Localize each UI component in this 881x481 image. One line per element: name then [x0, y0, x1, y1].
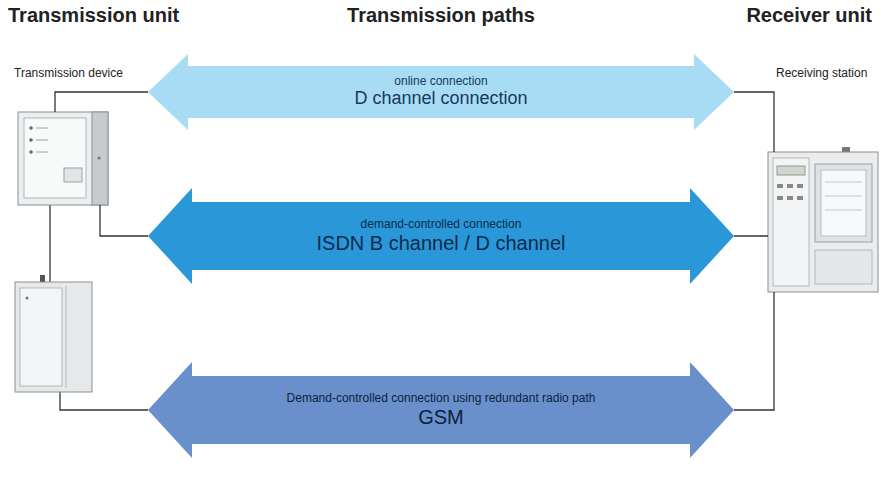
connection-type: demand-controlled connection — [361, 217, 522, 231]
station-button — [787, 196, 793, 200]
equipment-unit: Transmission device — [18, 112, 108, 205]
connector — [55, 92, 148, 112]
station-housing — [768, 152, 878, 292]
connection-arrow: Demand-controlled connection using redun… — [148, 362, 734, 458]
station-paper-line — [825, 182, 862, 183]
station-paper-line — [825, 210, 862, 211]
connector — [734, 292, 774, 410]
channel-name: ISDN B channel / D channel — [316, 231, 565, 255]
device-mark — [36, 140, 48, 141]
arrow-text-block: online connectionD channel connection — [148, 74, 734, 110]
column-heading: Transmission paths — [347, 4, 535, 27]
gsm-unit-drawing — [15, 275, 92, 392]
unit-label: Transmission device — [14, 66, 123, 80]
channel-name: D channel connection — [354, 88, 527, 110]
device-led — [29, 126, 33, 130]
gsm-wire — [60, 392, 148, 410]
station-printer-window — [815, 164, 872, 242]
device-housing — [18, 112, 108, 205]
gsm-led — [26, 297, 29, 300]
connection-type: Demand-controlled connection using redun… — [287, 391, 596, 405]
column-heading: Receiver unit — [746, 4, 872, 27]
connection-arrow: demand-controlled connectionISDN B chann… — [148, 188, 734, 284]
device-lock — [97, 156, 100, 159]
connector — [734, 92, 774, 152]
channel-name: GSM — [418, 405, 464, 429]
arrow-text-block: Demand-controlled connection using redun… — [148, 391, 734, 429]
receiving-station-drawing — [768, 147, 878, 292]
connector-line — [734, 235, 768, 236]
station-button — [797, 196, 803, 200]
connection-arrow: online connectionD channel connection — [148, 54, 734, 130]
connector-line — [734, 92, 774, 152]
connector-line — [100, 205, 148, 236]
arrow-fill — [148, 54, 734, 130]
arrow-fill — [148, 188, 734, 284]
device-keypad — [64, 168, 82, 182]
device-link-wire — [49, 205, 50, 282]
transmission-device-drawing — [18, 112, 108, 205]
connector — [734, 236, 768, 237]
gsm-seam — [66, 286, 67, 388]
station-button — [797, 184, 803, 188]
device-led — [29, 150, 33, 154]
station-paper — [821, 170, 866, 236]
station-lower-panel — [815, 250, 872, 284]
station-button — [787, 184, 793, 188]
station-control-panel — [773, 158, 809, 286]
arrow-text-block: demand-controlled connectionISDN B chann… — [148, 217, 734, 255]
station-display — [777, 166, 805, 175]
connector-line — [55, 92, 148, 112]
connector — [100, 205, 148, 236]
arrow-fill — [148, 362, 734, 458]
unit-label: Receiving station — [776, 66, 867, 80]
device-mark — [36, 152, 48, 153]
device-mark — [36, 128, 48, 129]
gsm-panel — [20, 288, 62, 386]
connector-line — [734, 292, 774, 410]
device-led — [29, 138, 33, 142]
equipment-unit: Receiving station — [768, 152, 878, 292]
connection-type: online connection — [394, 74, 487, 88]
gsm-housing — [15, 282, 92, 392]
station-button — [777, 196, 783, 200]
device-panel — [24, 118, 86, 198]
station-paper-line — [825, 196, 862, 197]
device-side — [92, 112, 108, 205]
station-button — [777, 184, 783, 188]
column-heading: Transmission unit — [8, 4, 179, 27]
